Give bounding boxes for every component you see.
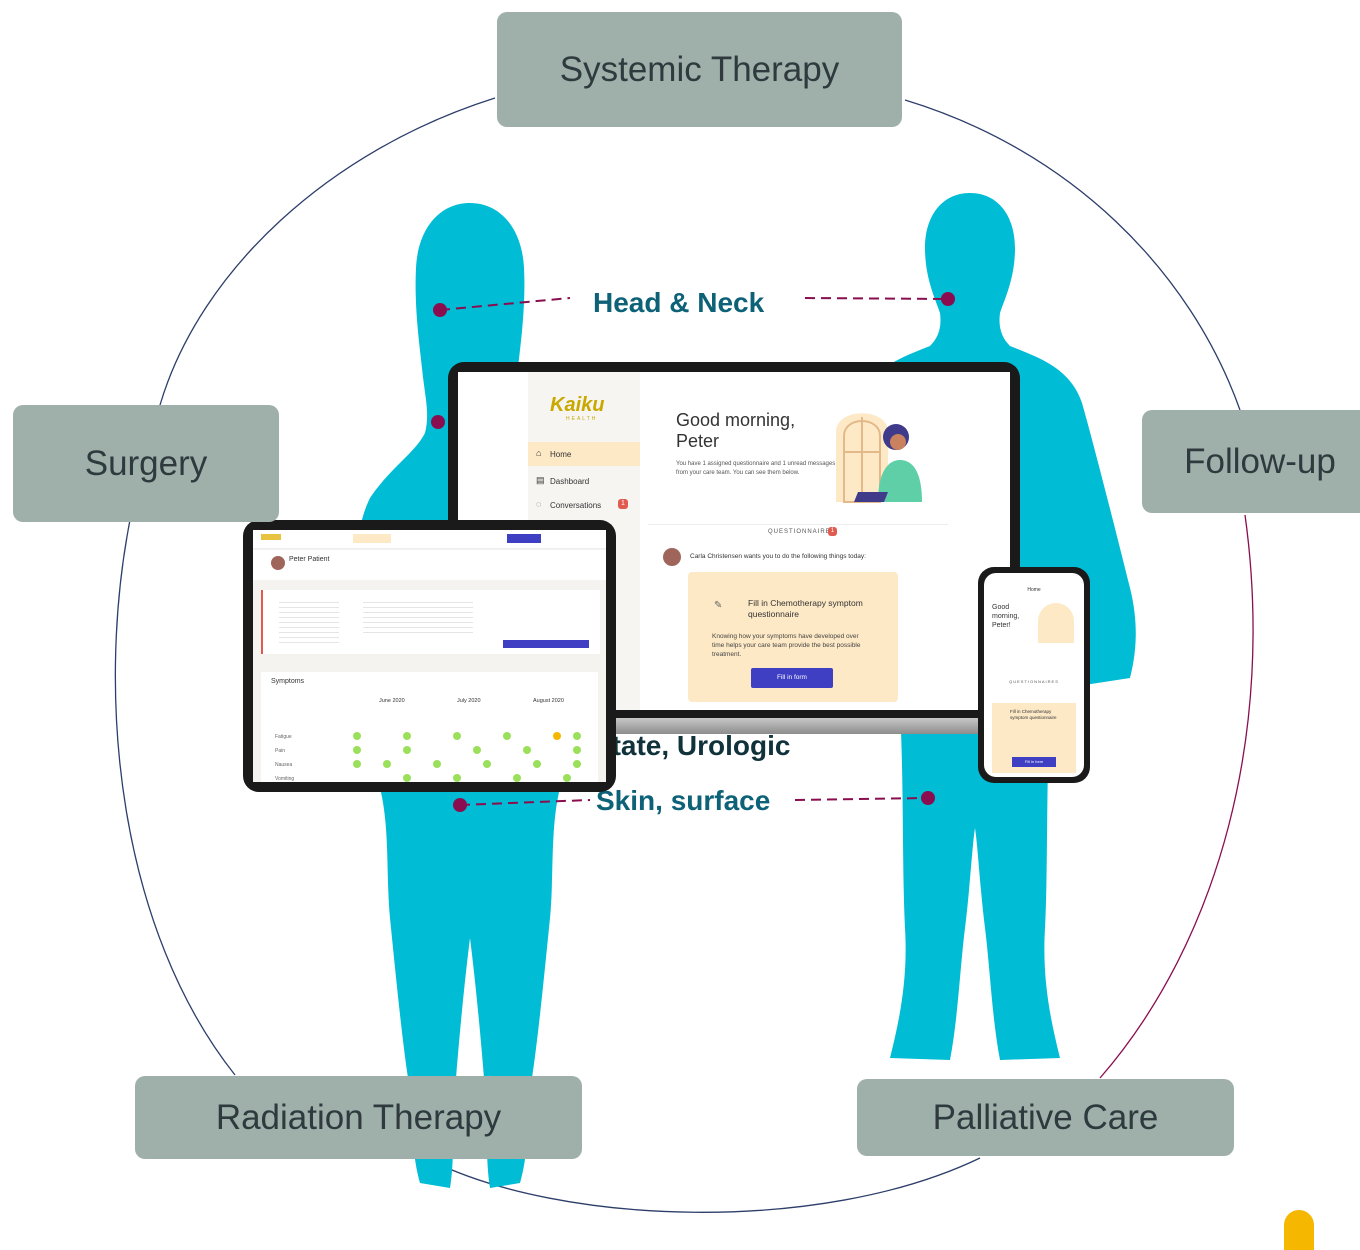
laptop-intro: You have 1 assigned questionnaire and 1 … — [676, 461, 836, 476]
symptom-grid — [353, 732, 581, 782]
phone-device: Home Good morning, Peter! QUESTIONNAIRES… — [978, 567, 1090, 783]
month-june: June 2020 — [379, 698, 405, 704]
symptom-row-label: Pain — [275, 748, 286, 754]
nav-dashboard-label: Dashboard — [550, 477, 590, 486]
corner-accent-shape — [1284, 1210, 1314, 1250]
nav-home[interactable]: ⌂ Home — [528, 442, 640, 466]
laptop-screen: Kaiku HEALTH ⌂ Home ▤ Dashboard ◌ Conver… — [458, 372, 1010, 710]
patient-header: Peter Patient — [253, 550, 606, 580]
symptoms-title: Symptoms — [271, 678, 305, 685]
connector-dot — [431, 415, 445, 429]
symptoms-panel: Symptoms June 2020 July 2020 August 2020… — [261, 672, 598, 782]
patient-name: Peter Patient — [289, 556, 330, 563]
phase-radiation-therapy: Radiation Therapy — [135, 1076, 582, 1159]
home-icon: ⌂ — [536, 448, 542, 458]
patient-summary — [261, 590, 600, 654]
symptom-row-label: Vomiting — [275, 776, 295, 782]
ring-arc-top-left — [159, 97, 496, 406]
label-skin: Skin, surface — [596, 785, 771, 816]
connector-dot — [453, 798, 467, 812]
phase-palliative-care: Palliative Care — [857, 1079, 1234, 1156]
nav-conversations-label: Conversations — [550, 501, 602, 510]
phone-screen: Home Good morning, Peter! QUESTIONNAIRES… — [984, 573, 1084, 777]
tablet-topbar — [253, 530, 606, 549]
ring-arc-top-right — [904, 99, 1241, 411]
ring-arc-right — [1099, 514, 1254, 1079]
section-label: QUESTIONNAIRES — [768, 529, 836, 535]
nav-home-label: Home — [550, 450, 572, 459]
phone-title: Home — [1027, 587, 1041, 593]
card-title: Fill in Chemotherapy symptom questionnai… — [748, 598, 863, 619]
nav-dashboard[interactable]: ▤ Dashboard — [528, 469, 640, 493]
phone-card-title: Fill in Chemotherapy symptom questionnai… — [1010, 709, 1057, 720]
doctor-illustration — [836, 413, 922, 503]
kaiku-logo-sub: HEALTH — [566, 416, 598, 422]
connector-dot — [941, 292, 955, 306]
label-prostate: state, Urologic — [596, 730, 791, 761]
phone-fill-button[interactable]: Fill in form — [1012, 757, 1056, 767]
tablet-screen: Peter Patient Symptoms June 2020 July 20… — [253, 530, 606, 782]
phase-surgery: Surgery — [13, 405, 279, 522]
laptop-device: Kaiku HEALTH ⌂ Home ▤ Dashboard ◌ Conver… — [418, 362, 1050, 752]
symptom-row-label: Nausea — [275, 762, 293, 768]
patient-avatar — [271, 556, 285, 570]
phase-follow-up: Follow-up — [1142, 410, 1360, 513]
pen-icon: ✎ — [714, 600, 723, 611]
ring-arc-left — [114, 519, 236, 1076]
dashboard-icon: ▤ — [536, 475, 545, 485]
phone-greeting: Good morning, Peter! — [992, 604, 1020, 629]
laptop-greeting: Good morning, Peter — [676, 410, 796, 451]
section-badge: 1 — [828, 527, 837, 536]
tablet-device: Peter Patient Symptoms June 2020 July 20… — [243, 520, 616, 792]
label-head-neck: Head & Neck — [593, 287, 765, 318]
phone-illustration — [1038, 603, 1074, 643]
conversations-badge: 1 — [618, 499, 628, 509]
phone-card: Fill in Chemotherapy symptom questionnai… — [992, 703, 1076, 773]
month-july: July 2020 — [457, 698, 481, 704]
connector-dot — [433, 303, 447, 317]
phase-systemic-therapy: Systemic Therapy — [497, 12, 902, 127]
questionnaire-card: ✎ Fill in Chemotherapy symptom questionn… — [688, 572, 898, 702]
nav-conversations[interactable]: ◌ Conversations 1 — [528, 493, 640, 517]
laptop-section-header: QUESTIONNAIRES 1 — [648, 524, 948, 539]
phone-section: QUESTIONNAIRES — [1009, 679, 1059, 684]
doctor-avatar — [663, 548, 681, 566]
connector-dot — [921, 791, 935, 805]
chat-icon: ◌ — [536, 499, 542, 509]
month-august: August 2020 — [533, 698, 564, 704]
fill-form-button[interactable]: Fill in form — [751, 668, 833, 688]
kaiku-logo: Kaiku — [550, 394, 605, 416]
card-text: Knowing how your symptoms have developed… — [712, 633, 861, 658]
symptom-row-label: Fatigue — [275, 734, 292, 740]
doctor-line: Carla Christensen wants you to do the fo… — [690, 553, 866, 560]
